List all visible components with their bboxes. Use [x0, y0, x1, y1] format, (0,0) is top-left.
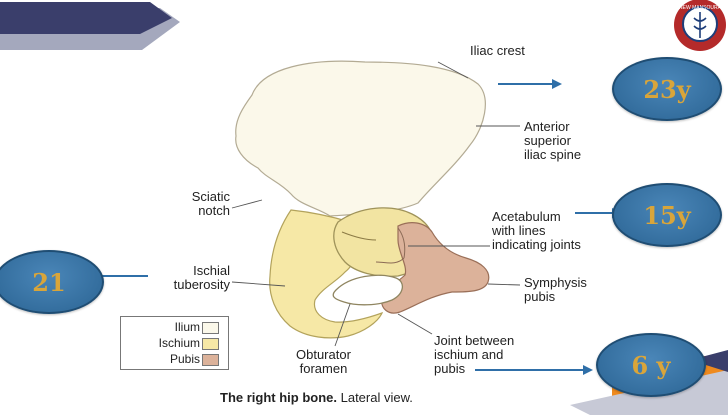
legend-label: Ischium [159, 336, 200, 350]
label-acetabulum: Acetabulum with lines indicating joints [492, 210, 581, 252]
legend-item-pubis: Pubis [121, 352, 228, 368]
logo-arc-text: NEW MANSOURA [679, 5, 722, 11]
logo: NEW MANSOURA [673, 0, 728, 52]
legend-label: Pubis [170, 352, 200, 366]
label-anterior-superior-iliac-spine: Anterior superior iliac spine [524, 120, 581, 162]
top-left-banner [0, 2, 180, 50]
label-iliac-crest: Iliac crest [470, 44, 525, 58]
leader-symphysis [488, 284, 520, 285]
legend-item-ischium: Ischium [121, 336, 228, 352]
hip-bone-illustration [236, 61, 489, 338]
caption-bold: The right hip bone. [220, 390, 337, 405]
label-ischial-tuberosity: Ischial tuberosity [150, 264, 230, 292]
legend-swatch-pubis [202, 354, 219, 366]
label-obturator-foramen: Obturator foramen [296, 348, 351, 376]
legend: Ilium Ischium Pubis [120, 316, 229, 370]
legend-swatch-ischium [202, 338, 219, 350]
figure-caption: The right hip bone. Lateral view. [220, 390, 413, 405]
caption-normal: Lateral view. [337, 390, 413, 405]
badge-iliac-crest-age: 23y [612, 57, 722, 121]
legend-item-ilium: Ilium [121, 320, 228, 336]
label-symphysis-pubis: Symphysis pubis [524, 276, 587, 304]
legend-label: Ilium [175, 320, 200, 334]
label-joint-ischium-pubis: Joint between ischium and pubis [434, 334, 514, 376]
badge-acetabulum-age: 15y [612, 183, 722, 247]
label-sciatic-notch: Sciatic notch [166, 190, 230, 218]
legend-swatch-ilium [202, 322, 219, 334]
leader-joint-ischium-pubis [398, 314, 432, 334]
badge-ischium-pubis-joint-age: 6 y [596, 333, 706, 397]
ilium-region [236, 61, 486, 216]
leader-sciatic-notch [232, 200, 262, 208]
obturator-foramen-hole [333, 275, 402, 304]
